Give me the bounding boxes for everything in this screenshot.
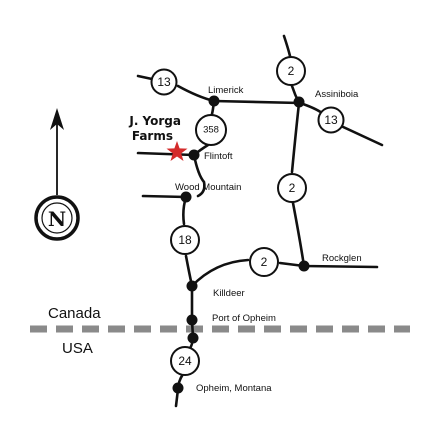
farm-star-icon bbox=[166, 141, 188, 161]
hwy18-number: 18 bbox=[178, 233, 192, 247]
rockglen-label: Rockglen bbox=[322, 253, 362, 264]
hwy2-north-number: 2 bbox=[288, 64, 295, 78]
assiniboia-dot bbox=[293, 96, 305, 108]
road-hwy13 bbox=[136, 74, 384, 147]
opheim-dot bbox=[172, 382, 184, 394]
highway-2-north-shield: 2 bbox=[276, 56, 306, 86]
road-farm-access bbox=[136, 151, 196, 157]
usa-label: USA bbox=[62, 340, 93, 357]
highway-24-shield: 24 bbox=[170, 346, 200, 376]
canada-label: Canada bbox=[48, 305, 101, 322]
assiniboia-label: Assiniboia bbox=[315, 89, 359, 100]
killdeer-label: Killdeer bbox=[213, 288, 245, 299]
limerick-label: Limerick bbox=[208, 85, 244, 96]
hwy2-middle-number: 2 bbox=[289, 181, 296, 195]
farm-name-line1: J. Yorga bbox=[128, 114, 181, 128]
hwy358-number: 358 bbox=[203, 125, 219, 136]
wood-mountain-label: Wood Mountain bbox=[175, 182, 241, 193]
opheim-label: Opheim, Montana bbox=[196, 383, 272, 394]
port-of-opheim-dot bbox=[186, 314, 198, 326]
compass-badge: N bbox=[34, 195, 80, 241]
wood-mountain-dot bbox=[180, 191, 192, 203]
flintoft-label: Flintoft bbox=[204, 151, 233, 162]
hwy24-number: 24 bbox=[178, 354, 192, 368]
hwy2-south-number: 2 bbox=[261, 255, 268, 269]
highway-2-south-shield: 2 bbox=[249, 247, 279, 277]
highway-2-middle-shield: 2 bbox=[277, 173, 307, 203]
highway-358-shield: 358 bbox=[195, 114, 227, 146]
highway-13-east-shield: 13 bbox=[317, 106, 345, 134]
limerick-dot bbox=[208, 95, 220, 107]
killdeer-dot bbox=[186, 280, 198, 292]
border-crossing-dot bbox=[187, 332, 199, 344]
rockglen-dot bbox=[298, 260, 310, 272]
highway-13-west-shield: 13 bbox=[150, 68, 178, 96]
north-arrow-icon bbox=[50, 108, 64, 195]
hwy13-west-number: 13 bbox=[157, 75, 171, 89]
farm-name-line2: Farms bbox=[132, 129, 173, 143]
compass-letter: N bbox=[48, 207, 66, 231]
highway-18-shield: 18 bbox=[170, 225, 200, 255]
road-flintoft-wood-mountain bbox=[192, 153, 206, 198]
hwy13-east-number: 13 bbox=[324, 113, 338, 127]
port-of-opheim-label: Port of Opheim bbox=[212, 313, 276, 324]
road-wood-mountain-west bbox=[141, 194, 188, 199]
flintoft-dot bbox=[188, 149, 200, 161]
